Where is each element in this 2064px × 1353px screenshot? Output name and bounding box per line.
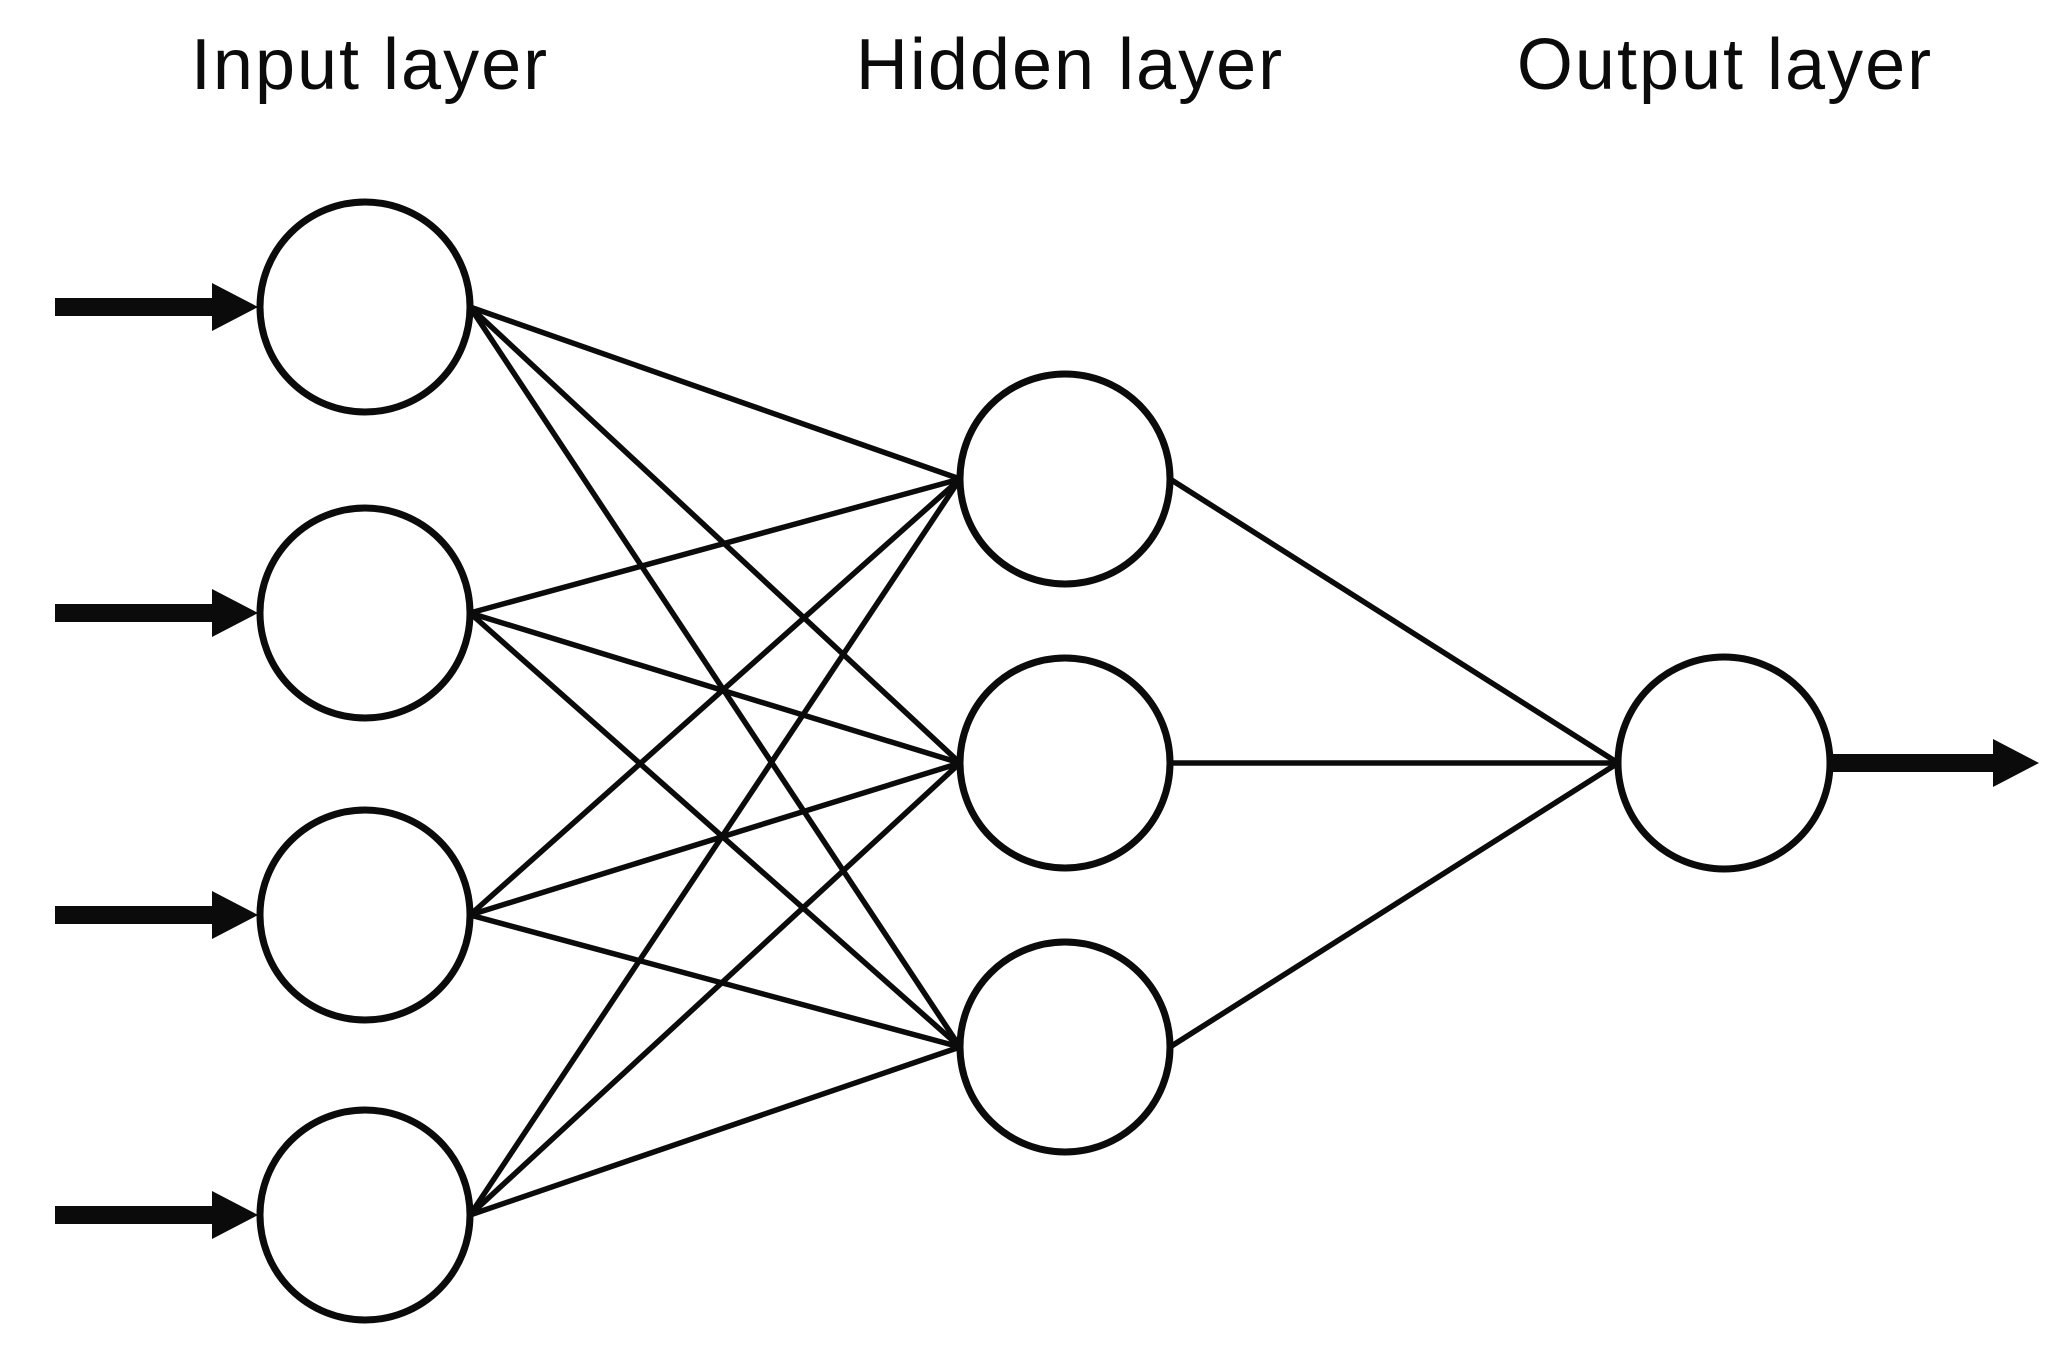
edge-input3-hidden2 xyxy=(467,760,963,918)
edge-input3-hidden1 xyxy=(467,476,963,918)
input-arrow-1-head-icon xyxy=(212,283,258,331)
input-node-2 xyxy=(256,504,474,722)
edge-input1-hidden1 xyxy=(467,304,963,482)
edge-input4-hidden2 xyxy=(467,760,963,1218)
edge-hidden1-output1 xyxy=(1167,476,1621,766)
input-arrow-1 xyxy=(55,283,258,331)
input-layer-label: Input layer xyxy=(190,25,550,105)
input-arrow-3-head-icon xyxy=(212,891,258,939)
input-arrow-4-head-icon xyxy=(212,1191,258,1239)
input-node-3 xyxy=(256,806,474,1024)
input-arrow-2-head-icon xyxy=(212,589,258,637)
output-layer-label: Output layer xyxy=(1516,25,1934,105)
input-arrow-3 xyxy=(55,891,258,939)
edge-input4-hidden1 xyxy=(467,476,963,1218)
edge-input1-hidden2 xyxy=(467,304,963,766)
edge-input4-hidden3 xyxy=(467,1044,963,1218)
input-node-4 xyxy=(256,1106,474,1324)
edge-input3-hidden3 xyxy=(467,912,963,1050)
edge-hidden3-output1 xyxy=(1167,760,1621,1050)
edge-input2-hidden3 xyxy=(467,610,963,1050)
edge-input2-hidden1 xyxy=(467,476,963,616)
edge-input1-hidden3 xyxy=(467,304,963,1050)
hidden-layer-label: Hidden layer xyxy=(855,25,1285,105)
output-arrow xyxy=(1832,739,2039,787)
edge-input2-hidden2 xyxy=(467,610,963,766)
output-node-1 xyxy=(1614,653,1834,873)
hidden-node-2 xyxy=(956,654,1174,872)
input-arrow-2 xyxy=(55,589,258,637)
input-node-1 xyxy=(256,198,474,416)
output-arrow-head-icon xyxy=(1993,739,2039,787)
hidden-node-3 xyxy=(956,938,1174,1156)
hidden-node-1 xyxy=(956,370,1174,588)
input-arrow-4 xyxy=(55,1191,258,1239)
